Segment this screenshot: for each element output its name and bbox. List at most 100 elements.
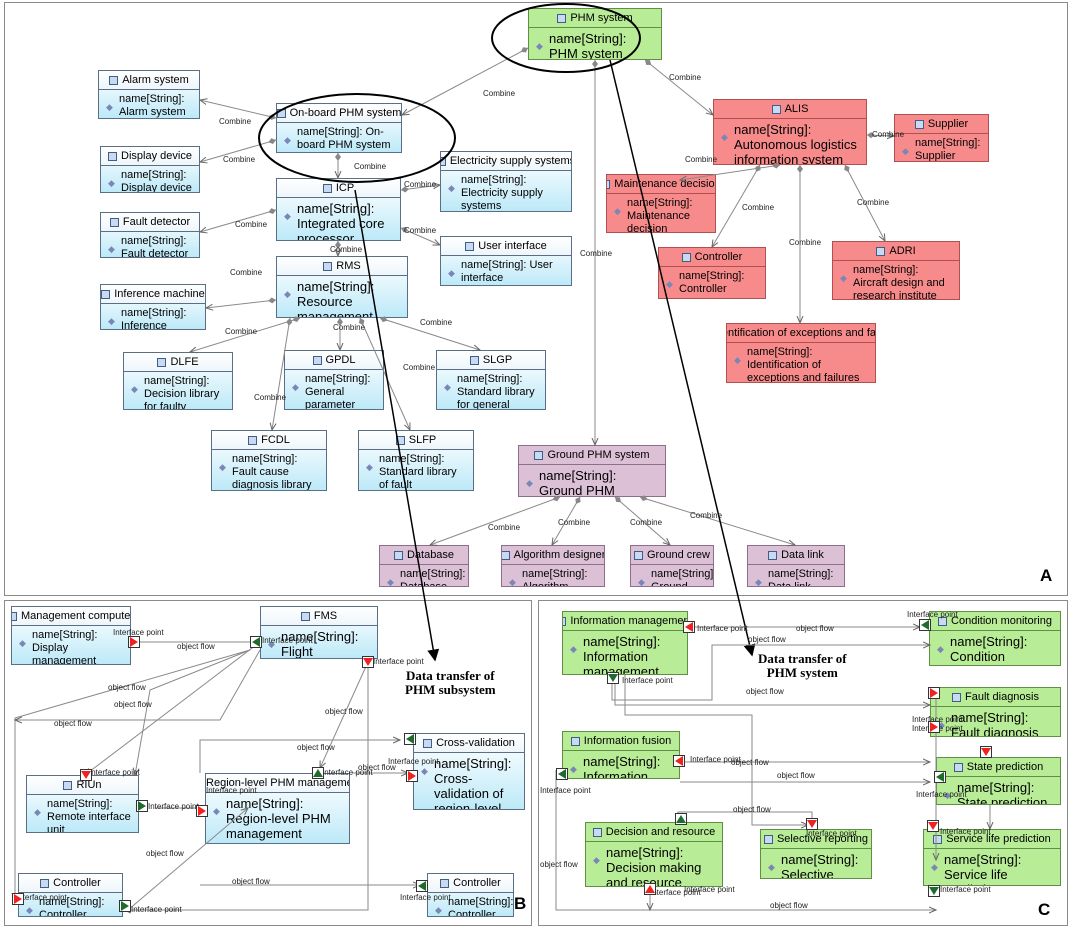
class-header: Fault detector [101, 213, 199, 232]
interface-port[interactable] [673, 755, 685, 767]
class-box-condition-monitoring[interactable]: Condition monitoring◆name[String]: Condi… [929, 611, 1061, 666]
class-box-alarm-system[interactable]: Alarm system◆name[String]: Alarm system [98, 70, 200, 119]
class-box-information-fusion[interactable]: Information fusion◆name[String]: Informa… [562, 731, 680, 779]
interface-port[interactable] [806, 818, 818, 830]
interface-port[interactable] [928, 885, 940, 897]
interface-port[interactable] [556, 768, 568, 780]
class-box-service-life-prediction[interactable]: Service life prediction◆name[String]: Se… [923, 829, 1061, 886]
interface-port[interactable] [607, 672, 619, 684]
class-box-gpdl[interactable]: GPDL◆name[String]: General parameter dia… [284, 350, 384, 410]
class-box-slgp[interactable]: SLGP◆name[String]: Standard library for … [436, 350, 546, 410]
class-attributes: ◆name[String]: Algorithm designer [502, 565, 604, 587]
object-flow-label: object flow [796, 624, 834, 633]
combine-label: Combine [742, 203, 775, 212]
class-box-ground-crew[interactable]: Ground crew◆name[String]: Ground crew [630, 545, 714, 587]
class-box-alis[interactable]: ALIS◆name[String]: Autonomous logistics … [713, 99, 867, 165]
class-icon [157, 357, 167, 367]
interface-port[interactable] [675, 813, 687, 825]
interface-port[interactable] [406, 770, 418, 782]
combine-label: Combine [558, 518, 591, 527]
interface-port[interactable] [196, 805, 208, 817]
attribute-diamond-icon: ◆ [366, 462, 373, 472]
class-name: PHM system [570, 12, 633, 24]
class-attribute: name[String]: Controller [679, 270, 745, 295]
class-box-controller-a[interactable]: Controller◆name[String]: Controller [658, 247, 766, 299]
interface-port[interactable] [683, 621, 695, 633]
class-box-ground-phm[interactable]: Ground PHM system◆name[String]: Ground P… [518, 445, 666, 497]
attribute-diamond-icon: ◆ [421, 766, 428, 776]
class-box-supplier[interactable]: Supplier◆name[String]: Supplier [894, 114, 989, 162]
interface-port[interactable] [416, 880, 428, 892]
interface-port[interactable] [80, 769, 92, 781]
interface-point-label: Interface point [262, 636, 313, 645]
class-box-slfp[interactable]: SLFP◆name[String]: Standard library of f… [358, 430, 474, 491]
class-box-fcdl[interactable]: FCDL◆name[String]: Fault cause diagnosis… [211, 430, 327, 491]
object-flow-label: object flow [54, 719, 92, 728]
interface-port[interactable] [250, 636, 262, 648]
class-box-identification[interactable]: Identification of exceptions and failure… [726, 323, 876, 383]
port-arrow-icon [252, 637, 260, 647]
interface-port[interactable] [362, 656, 374, 668]
class-box-onboard-phm[interactable]: On-board PHM system◆name[String]: On-boa… [276, 103, 402, 153]
class-box-user-interface[interactable]: User interface◆name[String]: User interf… [440, 236, 572, 286]
class-box-inference-machine[interactable]: Inference machine◆name[String]: Inferenc… [100, 284, 206, 330]
class-box-management-computer[interactable]: Management computer◆name[String]: Displa… [11, 606, 131, 665]
interface-port[interactable] [928, 721, 940, 733]
class-name: Ground PHM system [547, 449, 650, 461]
class-box-display-device[interactable]: Display device◆name[String]: Display dev… [100, 146, 200, 193]
class-box-information-management[interactable]: Information management◆name[String]: Inf… [562, 611, 688, 675]
interface-port[interactable] [934, 771, 946, 783]
class-attributes: ◆name[String]: State prediction [937, 777, 1060, 804]
class-box-state-prediction[interactable]: State prediction◆name[String]: State pre… [936, 757, 1061, 805]
class-icon [771, 104, 781, 114]
class-header: Alarm system [99, 71, 199, 90]
interface-port[interactable] [128, 636, 140, 648]
class-header: Controller [19, 874, 122, 893]
class-box-database[interactable]: Database◆name[String]: Database [379, 545, 469, 587]
class-icon [952, 692, 961, 702]
class-header: ICP [277, 179, 400, 198]
class-icon [933, 834, 943, 844]
class-box-purple-phm[interactable]: PHM system◆name[String]: PHM system [528, 8, 662, 60]
class-box-electricity-supply[interactable]: Electricity supply systems◆name[String]:… [440, 151, 572, 212]
class-box-fms[interactable]: FMS◆name[String]: Flight management syst… [260, 606, 378, 659]
composition-link [200, 100, 277, 118]
port-arrow-icon [685, 622, 693, 632]
interface-port[interactable] [928, 687, 940, 699]
interface-port[interactable] [644, 883, 656, 895]
interface-point-label: Interface point [806, 829, 857, 838]
interface-point-label: Interface point [650, 888, 701, 897]
class-box-cross-validation[interactable]: Cross-validation◆name[String]: Cross-val… [413, 733, 525, 810]
class-header: Decision and resource [586, 823, 722, 842]
class-name: Information fusion [583, 735, 672, 747]
class-box-controller-b2[interactable]: Controller◆name[String]: Controller [427, 873, 514, 917]
interface-port[interactable] [136, 800, 148, 812]
class-attribute: name[String]: Algorithm designer [522, 568, 588, 587]
class-icon [109, 217, 119, 227]
class-name: Display device [121, 150, 192, 162]
class-box-icp[interactable]: ICP◆name[String]: Integrated core proces… [276, 178, 401, 241]
class-box-selective-reporting[interactable]: Selective reporting◆name[String]: Select… [760, 829, 872, 879]
class-box-fault-diagnosis[interactable]: Fault diagnosis◆name[String]: Fault diag… [930, 687, 1061, 737]
object-flow-label: object flow [540, 860, 578, 869]
class-box-rms[interactable]: RMS◆name[String]: Resource management sy… [276, 256, 408, 318]
class-attribute: name[String]: Controller [448, 896, 514, 917]
class-box-dlfe[interactable]: DLFE◆name[String]: Decision library for … [123, 352, 233, 410]
interface-port[interactable] [119, 900, 131, 912]
class-box-algorithm-designer[interactable]: Algorithm designer◆name[String]: Algorit… [501, 545, 605, 587]
object-flow-label: object flow [731, 758, 769, 767]
class-box-riun[interactable]: RIUn◆name[String]: Remote interface unit [26, 775, 139, 833]
class-box-controller-b1[interactable]: Controller◆name[String]: Controller [18, 873, 123, 917]
class-box-fault-detector[interactable]: Fault detector◆name[String]: Fault detec… [100, 212, 200, 258]
combine-label: Combine [254, 393, 287, 402]
interface-port[interactable] [12, 893, 24, 905]
interface-port[interactable] [312, 767, 324, 779]
interface-port[interactable] [404, 733, 416, 745]
interface-port[interactable] [980, 746, 992, 758]
interface-port[interactable] [919, 619, 931, 631]
class-box-adri[interactable]: ADRI◆name[String]: Aircraft design and r… [832, 241, 960, 300]
class-box-decision-and-resource[interactable]: Decision and resource◆name[String]: Deci… [585, 822, 723, 887]
class-name: ALIS [784, 103, 809, 115]
interface-port[interactable] [927, 820, 939, 832]
